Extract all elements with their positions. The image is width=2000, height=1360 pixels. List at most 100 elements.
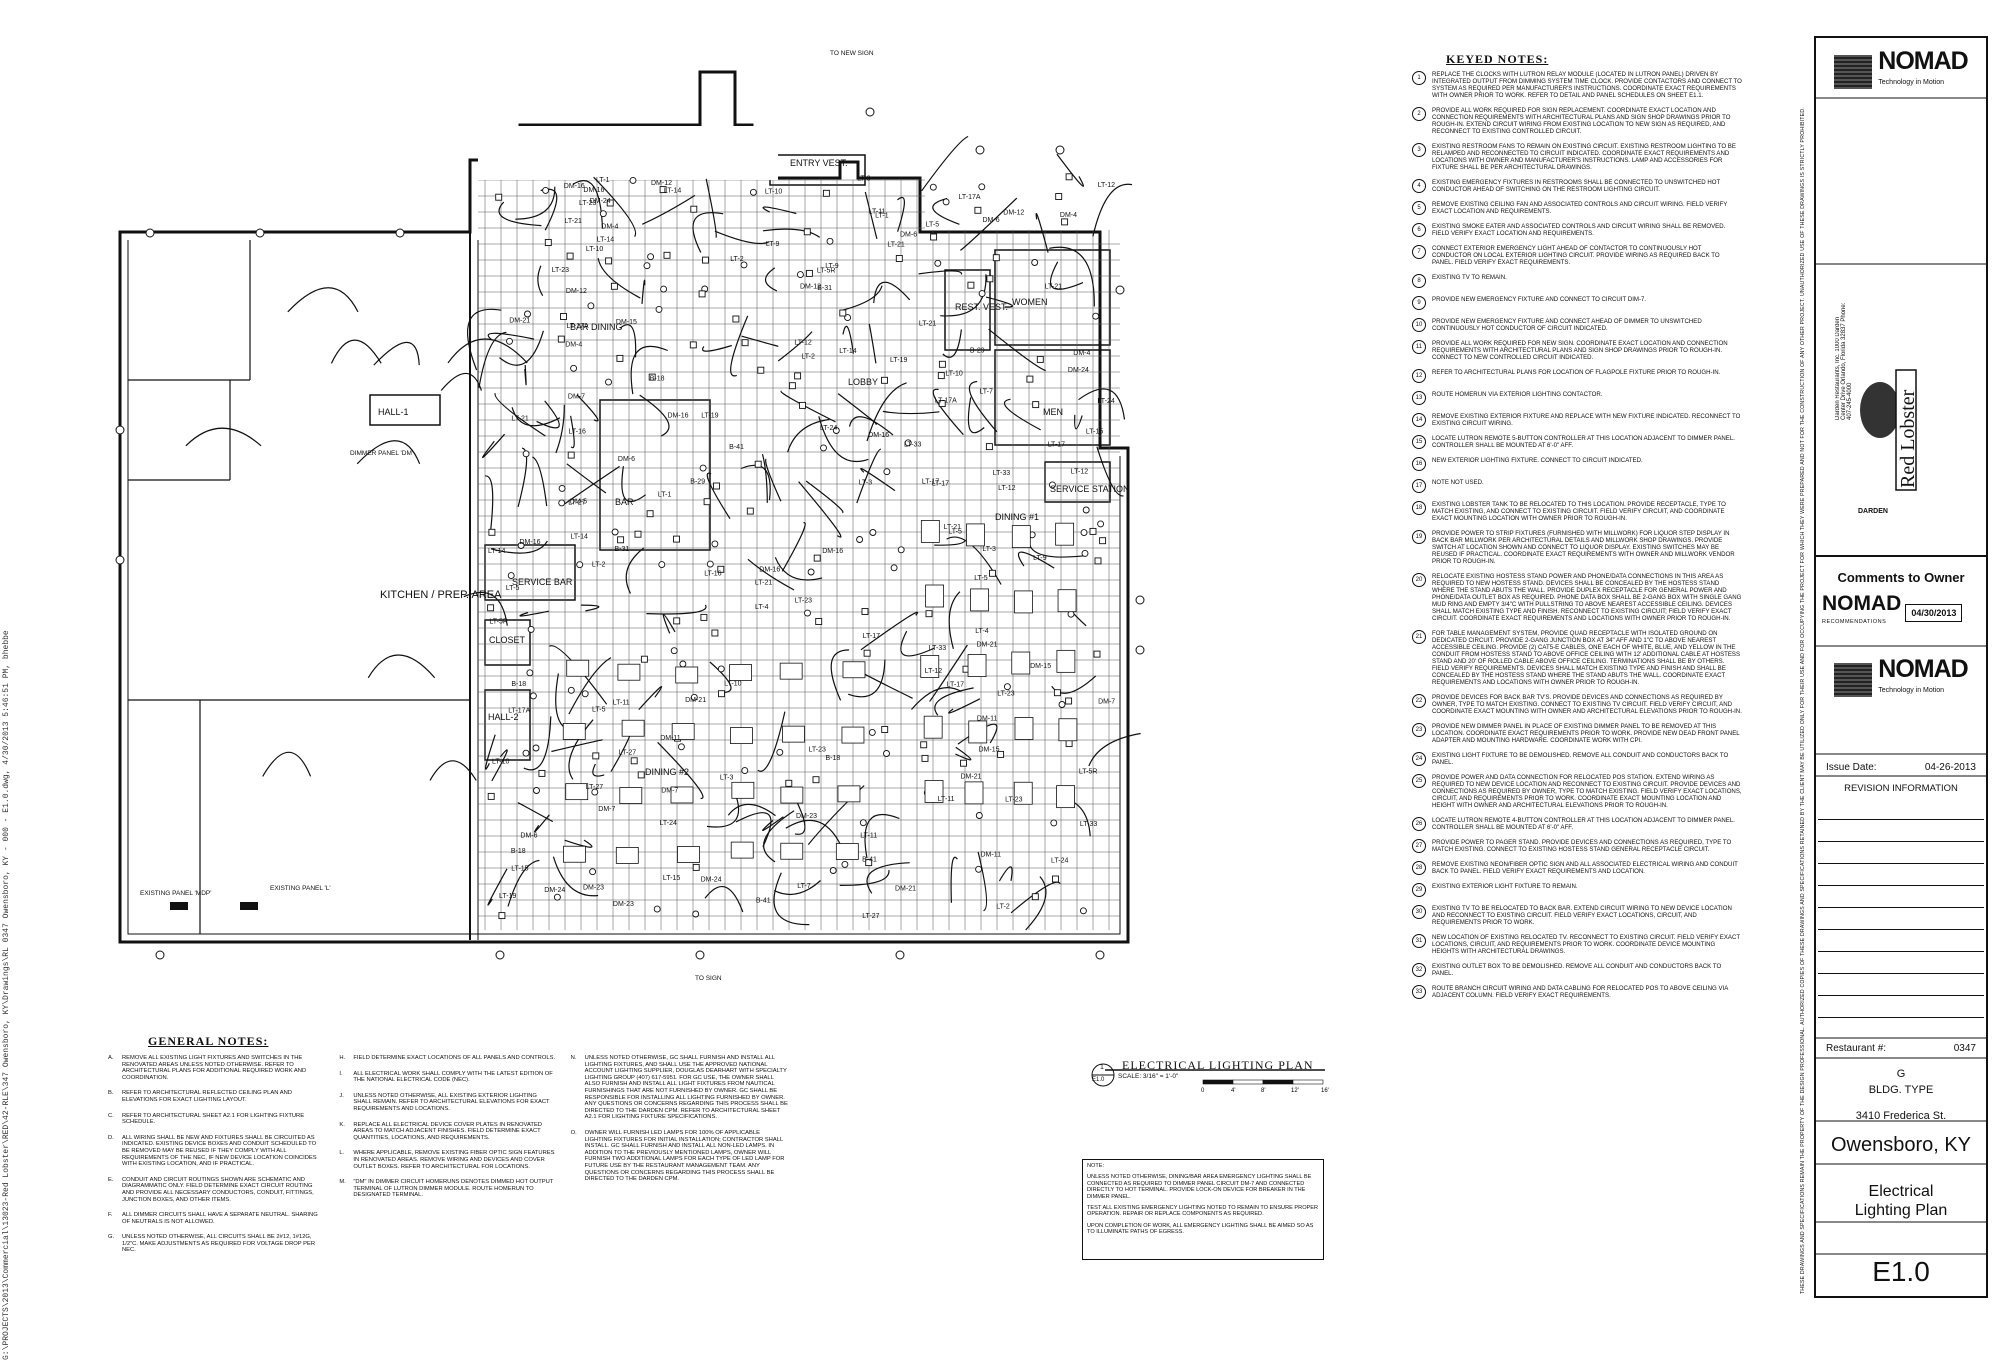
circuit-wire (774, 557, 823, 581)
plan-title: ELECTRICAL LIGHTING PLAN (1122, 1058, 1314, 1072)
circuit-label: LT-5R (489, 618, 508, 625)
scale-bar-segment (1232, 1079, 1264, 1085)
general-note: H.FIELD DETERMINE EXACT LOCATIONS OF ALL… (339, 1055, 556, 1062)
keyed-note-number: 27 (1412, 839, 1426, 853)
light-fixture (529, 692, 537, 700)
circuit-wire (921, 135, 969, 192)
circuit-wire (706, 797, 740, 828)
exterior-fixture (145, 228, 155, 238)
circuit-wire (447, 338, 528, 364)
circuit-label: LT-23 (997, 691, 1014, 698)
circuit-label: LT-19 (890, 357, 907, 364)
light-fixture (1080, 529, 1088, 537)
circuit-wire (511, 407, 561, 427)
circuit-wire (900, 630, 935, 657)
dining-table (677, 846, 700, 863)
circuit-label: LT-10 (724, 680, 741, 687)
circuit-wire (741, 335, 779, 347)
keyed-note-text: PROVIDE POWER TO STRIP FIXTURES (FURNISH… (1432, 530, 1735, 565)
keyed-note-text: EXISTING LOBSTER TANK TO BE RELOCATED TO… (1432, 501, 1726, 522)
general-note: F.ALL DIMMER CIRCUITS SHALL HAVE A SEPAR… (108, 1212, 325, 1225)
circuit-wire (1051, 675, 1097, 694)
plan-bubble-sheet: E1.0 (1092, 1077, 1105, 1083)
exterior-fixture (865, 107, 875, 117)
recommendations-label: RECOMMENDATIONS (1822, 619, 1887, 625)
circuit-wire (646, 604, 707, 615)
restaurant-label: Restaurant #: (1826, 1043, 1887, 1054)
circuit-label: LT-24 (660, 820, 677, 827)
light-fixture (617, 536, 625, 544)
circuit-wire (957, 723, 998, 745)
circuit-wire (1088, 732, 1141, 767)
general-note-letter: B. (108, 1090, 114, 1097)
circuit-label: LT-14 (488, 548, 505, 555)
general-note-text: UNLESS NOTED OTHERWISE, ALL EXISTING EXT… (353, 1092, 550, 1112)
circuit-label: LT-17A (935, 397, 957, 404)
dining-table (964, 781, 984, 805)
general-note-letter: L. (339, 1150, 345, 1157)
light-fixture (992, 254, 1000, 262)
circuit-wire (463, 591, 508, 626)
circuit-label: LT-10 (765, 188, 782, 195)
circuit-wire (842, 325, 854, 354)
circuit-label: LT-1 (596, 177, 610, 184)
circuit-wire (932, 197, 960, 225)
nomad-logo-top: NOMAD Technology in Motion (1818, 44, 1984, 100)
circuit-wire (762, 206, 797, 215)
circuit-label: LT-1 (658, 492, 672, 499)
room-label: HALL-2 (488, 712, 519, 722)
circuit-wire (484, 734, 496, 770)
light-fixture (1079, 907, 1087, 915)
circuit-label: B-18 (826, 755, 841, 762)
dining-table (671, 723, 695, 740)
circuit-wire (549, 645, 608, 705)
light-fixture (660, 285, 668, 293)
circuit-wire (440, 373, 482, 391)
grid-mask (478, 126, 778, 180)
keyed-note-number: 20 (1412, 573, 1426, 587)
circuit-wire (866, 382, 907, 442)
circuit-wire (523, 716, 552, 771)
circuit-wire (998, 866, 1013, 882)
circuit-wire (621, 466, 647, 503)
keyed-note-number: 23 (1412, 723, 1426, 737)
light-fixture (904, 439, 912, 447)
revision-row (1818, 820, 1984, 842)
circuit-label: LT-2 (996, 904, 1010, 911)
circuit-wire (934, 687, 974, 716)
circuit-label: DM-23 (796, 813, 817, 820)
light-fixture (856, 536, 864, 543)
restaurant-value: 0347 (1953, 1043, 1976, 1054)
circuit-wire (641, 279, 646, 304)
light-fixture (1081, 549, 1089, 557)
circuit-label: LT-14 (597, 237, 614, 244)
light-fixture (985, 443, 993, 451)
dining-table (966, 523, 985, 547)
circuit-wire (798, 481, 842, 538)
circuit-wire (367, 654, 436, 679)
circuit-label: LT-10 (586, 246, 603, 253)
room-label: KITCHEN / PREP. AREA (380, 589, 502, 601)
light-fixture (869, 529, 877, 536)
circuit-wire (948, 698, 981, 714)
light-fixture (567, 686, 575, 694)
light-fixture (560, 313, 567, 320)
scale-tick-label: 0 (1201, 1088, 1205, 1094)
light-fixture (883, 750, 890, 757)
light-fixture (589, 868, 597, 876)
circuit-wire (706, 472, 731, 520)
keyed-note-number: 25 (1412, 774, 1426, 788)
circuit-wire (985, 296, 1014, 308)
circuit-label: DM-4 (1073, 350, 1090, 357)
circuit-wire (948, 591, 961, 649)
